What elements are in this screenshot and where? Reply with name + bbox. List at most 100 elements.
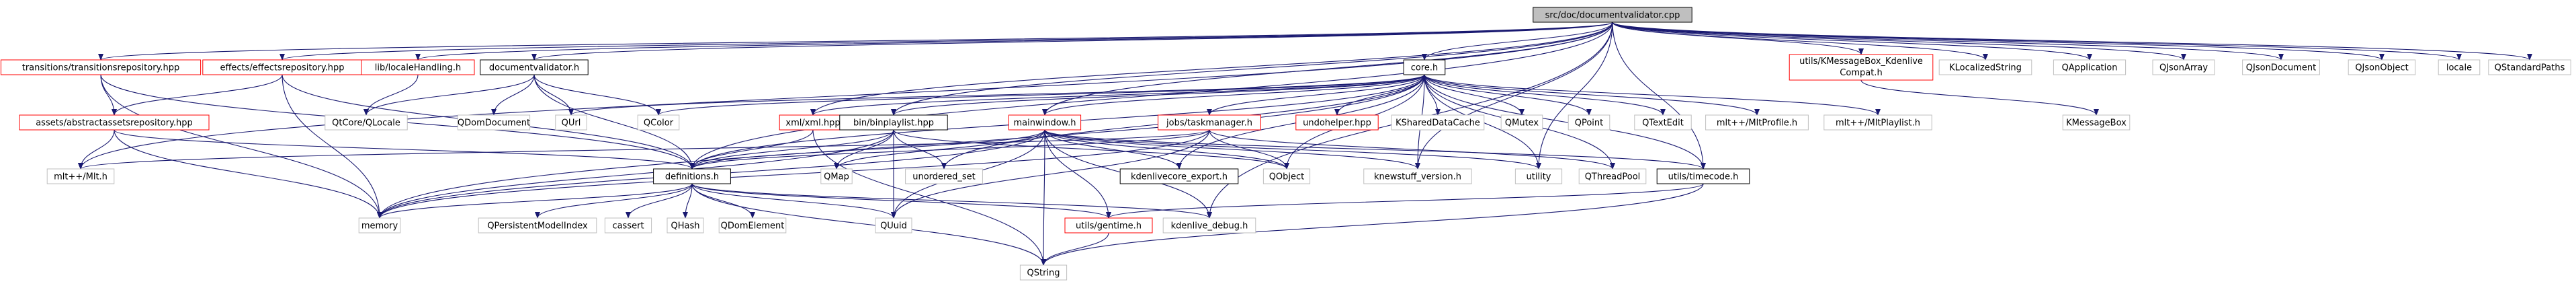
node-qmap: QMap — [820, 168, 853, 184]
node-label: QThreadPool — [1585, 172, 1641, 182]
node-qpmi: QPersistentModelIndex — [478, 217, 597, 234]
node-cassert: cassert — [604, 217, 652, 234]
node-unordset: unordered_set — [905, 168, 983, 184]
node-label: utils/gentime.h — [1076, 221, 1142, 231]
edge-kmsgcompat-to-kmsgbox — [1860, 79, 2099, 116]
node-qthreadpool: QThreadPool — [1578, 168, 1647, 184]
edge-mainwin-to-qobject — [1044, 129, 1289, 170]
node-label: core.h — [1411, 63, 1439, 73]
node-docval: documentvalidator.h — [480, 59, 589, 75]
node-box — [2152, 59, 2215, 75]
edge-defs-to-memory — [377, 183, 693, 219]
edge-taskman-to-defs — [689, 129, 1210, 170]
node-label: QPoint — [1575, 118, 1604, 129]
edge-defs-to-quuid — [691, 183, 896, 219]
node-label: QUuid — [880, 221, 907, 231]
node-box — [555, 114, 587, 131]
edge-binplay-to-defs — [689, 129, 894, 170]
edge-aar-to-defs — [114, 129, 695, 170]
node-box — [653, 168, 731, 184]
edge-defs-to-gentime — [691, 183, 1111, 219]
node-label: mlt++/MltPlaylist.h — [1836, 118, 1920, 129]
node-box — [2053, 59, 2127, 75]
node-defs: definitions.h — [653, 168, 731, 184]
node-aar: assets/abstractassetsrepository.hpp — [19, 114, 210, 131]
node-box — [2488, 59, 2571, 75]
node-box — [358, 217, 401, 234]
edge-defs-to-cassert — [626, 183, 693, 219]
node-qurl: QUrl — [555, 114, 587, 131]
edge-core-to-qmutex — [1424, 74, 1525, 116]
node-box — [1578, 168, 1647, 184]
node-kls: KLocalizedString — [1938, 59, 2032, 75]
edge-defs-to-qpmi — [535, 183, 693, 219]
edge-core-to-mltprofile — [1424, 74, 1760, 116]
node-qstring: QString — [1019, 264, 1068, 281]
node-mltprofile: mlt++/MltProfile.h — [1705, 114, 1809, 131]
node-label: lib/localeHandling.h — [375, 63, 461, 73]
node-box — [905, 168, 983, 184]
node-label: QTextEdit — [1642, 118, 1684, 129]
node-label: QDomDocument — [458, 118, 530, 129]
node-box — [478, 217, 597, 234]
edge-root-to-qjarr — [1612, 22, 2186, 61]
node-box — [1262, 168, 1311, 184]
node-label: memory — [361, 221, 398, 231]
node-label: utility — [1527, 172, 1551, 182]
edge-trans-to-memory — [100, 74, 382, 219]
node-box — [1363, 168, 1472, 184]
node-qhash: QHash — [667, 217, 704, 234]
node-box — [1789, 54, 1934, 81]
edge-root-to-timecode — [1612, 22, 1706, 170]
node-qstdpath: QStandardPaths — [2488, 59, 2571, 75]
node-trans: transitions/transitionsrepository.hpp — [0, 59, 202, 75]
node-label: QJsonDocument — [2246, 63, 2316, 73]
node-box — [1514, 168, 1563, 184]
edge-root-to-effects — [280, 22, 1613, 61]
node-binplay: bin/binplaylist.hpp — [839, 114, 948, 131]
node-label: src/doc/documentvalidator.cpp — [1545, 11, 1680, 21]
node-label: QHash — [671, 221, 700, 231]
node-gentime: utils/gentime.h — [1064, 217, 1153, 234]
edge-core-to-mainwin — [1042, 74, 1425, 116]
node-label: definitions.h — [665, 172, 719, 182]
edge-binplay-to-memory — [377, 129, 894, 219]
edge-docval-to-qcoreqloc — [363, 74, 535, 116]
node-label: xml/xml.hpp — [785, 118, 840, 129]
node-label: kdenlive_debug.h — [1171, 221, 1248, 231]
edge-mainwin-to-utility — [1044, 129, 1541, 170]
edge-root-to-qapp — [1612, 22, 2092, 61]
node-label: Compat.h — [1840, 68, 1882, 78]
node-box — [1158, 114, 1261, 131]
node-qcoreqloc: QtCore/QLocale — [325, 114, 408, 131]
node-label: assets/abstractassetsrepository.hpp — [36, 118, 193, 129]
node-label: mlt++/MltProfile.h — [1717, 118, 1797, 129]
node-label: kdenlivecore_export.h — [1131, 172, 1228, 182]
node-undohelp: undohelper.hpp — [1295, 114, 1379, 131]
node-qobject: QObject — [1262, 168, 1311, 184]
node-box — [361, 59, 475, 75]
node-xmlhpp: xml/xml.hpp — [779, 114, 847, 131]
node-label: mlt++/Mlt.h — [54, 172, 108, 182]
node-label: KMessageBox — [2066, 118, 2127, 129]
edges-layer — [78, 22, 2532, 266]
edge-xmlhpp-to-defs — [689, 129, 814, 170]
node-label: locale — [2446, 63, 2472, 73]
node-box — [1019, 264, 1068, 281]
node-box — [480, 59, 589, 75]
node-box — [2062, 114, 2131, 131]
node-box — [1656, 168, 1750, 184]
node-box — [1295, 114, 1379, 131]
edge-trans-to-aar — [100, 74, 117, 116]
node-quuid: QUuid — [875, 217, 912, 234]
node-label: bin/binplaylist.hpp — [853, 118, 934, 129]
node-box — [1064, 217, 1153, 234]
node-root: src/doc/documentvalidator.cpp — [1533, 7, 1692, 23]
edge-aar-to-mlth — [78, 129, 115, 170]
edge-root-to-kls — [1612, 22, 1988, 61]
node-mlth: mlt++/Mlt.h — [46, 168, 115, 184]
node-label: undohelper.hpp — [1303, 118, 1371, 129]
node-qcolor: QColor — [637, 114, 680, 131]
node-label: mainwindow.h — [1014, 118, 1076, 129]
node-box — [1938, 59, 2032, 75]
